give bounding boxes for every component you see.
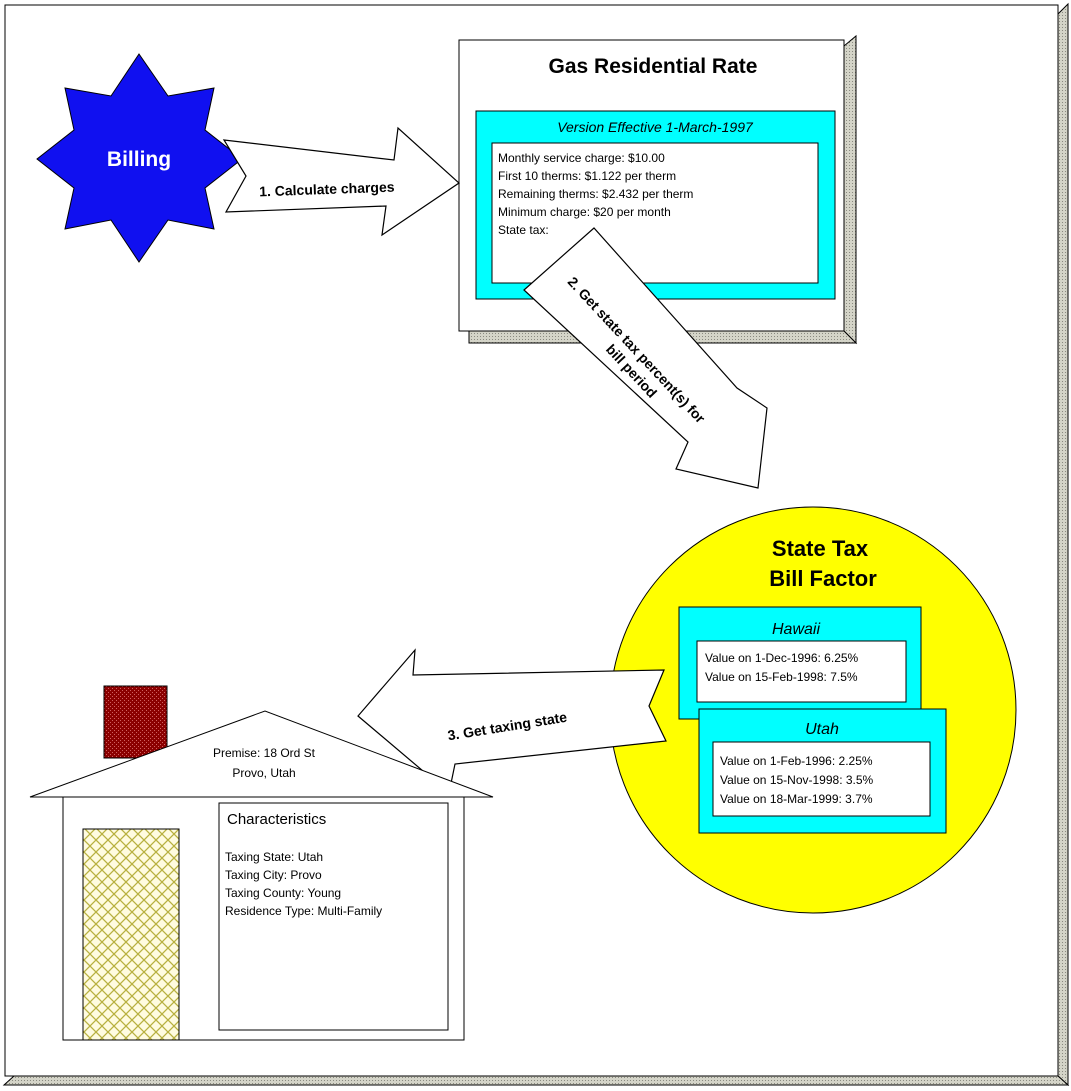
rate-line: Monthly service charge: $10.00 <box>498 151 665 165</box>
characteristics-title: Characteristics <box>227 811 326 828</box>
hawaii-card: Hawaii Value on 1-Dec-1996: 6.25% Value … <box>678 606 922 720</box>
rate-title: Gas Residential Rate <box>549 55 758 78</box>
bill-factor-title-line1: State Tax <box>772 536 869 561</box>
characteristic-item: Taxing City: Provo <box>225 868 322 882</box>
rate-line: Remaining therms: $2.432 per therm <box>498 187 693 201</box>
characteristics-box <box>218 802 449 1031</box>
rate-line: First 10 therms: $1.122 per therm <box>498 169 676 183</box>
star-icon <box>36 53 243 263</box>
arrow-label-step1: 1. Calculate charges <box>259 179 395 200</box>
utah-value: Value on 1-Feb-1996: 2.25% <box>720 754 873 768</box>
hawaii-name: Hawaii <box>772 621 820 638</box>
premise-address-line2: Provo, Utah <box>232 766 295 780</box>
billing-label: Billing <box>107 148 171 171</box>
bill-factor: State Tax Bill Factor Hawaii Value on 1-… <box>609 506 1017 914</box>
characteristic-item: Taxing County: Young <box>225 886 341 900</box>
rate-version-label: Version Effective 1-March-1997 <box>557 119 754 135</box>
hawaii-value: Value on 15-Feb-1998: 7.5% <box>705 670 858 684</box>
arrow-calculate-charges: 1. Calculate charges <box>222 126 460 237</box>
premise-house: Premise: 18 Ord St Provo, Utah Character… <box>29 685 494 1041</box>
hawaii-value: Value on 1-Dec-1996: 6.25% <box>705 651 859 665</box>
utah-name: Utah <box>805 721 839 738</box>
premise-address-line1: Premise: 18 Ord St <box>213 746 316 760</box>
utah-value: Value on 18-Mar-1999: 3.7% <box>720 792 873 806</box>
rate-line: State tax: <box>498 223 549 237</box>
rate-box: Gas Residential Rate Version Effective 1… <box>458 34 858 345</box>
door <box>82 828 180 1041</box>
characteristic-item: Residence Type: Multi-Family <box>225 904 382 918</box>
bill-factor-title-line2: Bill Factor <box>769 566 877 591</box>
rate-line: Minimum charge: $20 per month <box>498 205 671 219</box>
rate-details-box <box>491 142 819 284</box>
utah-card: Utah Value on 1-Feb-1996: 2.25% Value on… <box>698 708 947 834</box>
billing-star: Billing <box>36 53 243 263</box>
chimney <box>103 685 168 759</box>
utah-value: Value on 15-Nov-1998: 3.5% <box>720 773 874 787</box>
characteristic-item: Taxing State: Utah <box>225 850 323 864</box>
